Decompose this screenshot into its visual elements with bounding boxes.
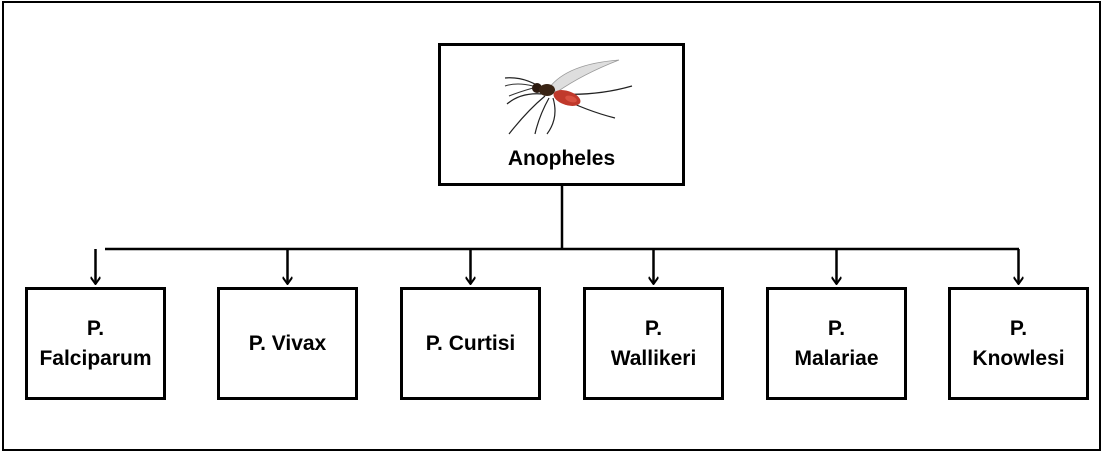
species-node: P. Wallikeri xyxy=(583,287,724,400)
species-node: P. Falciparum xyxy=(25,287,166,400)
species-node: P. Knowlesi xyxy=(948,287,1089,400)
species-label: P. Malariae xyxy=(794,314,878,374)
species-label: P. Curtisi xyxy=(426,329,515,359)
anopheles-node: Anopheles xyxy=(438,43,685,186)
species-node: P. Vivax xyxy=(217,287,358,400)
species-label: P. Vivax xyxy=(249,329,326,359)
mosquito-icon xyxy=(487,56,637,136)
species-label: P. Wallikeri xyxy=(611,314,697,374)
species-label: P. Knowlesi xyxy=(972,314,1064,374)
root-label: Anopheles xyxy=(508,144,615,174)
species-node: P. Curtisi xyxy=(400,287,541,400)
species-node: P. Malariae xyxy=(766,287,907,400)
species-label: P. Falciparum xyxy=(39,314,151,374)
